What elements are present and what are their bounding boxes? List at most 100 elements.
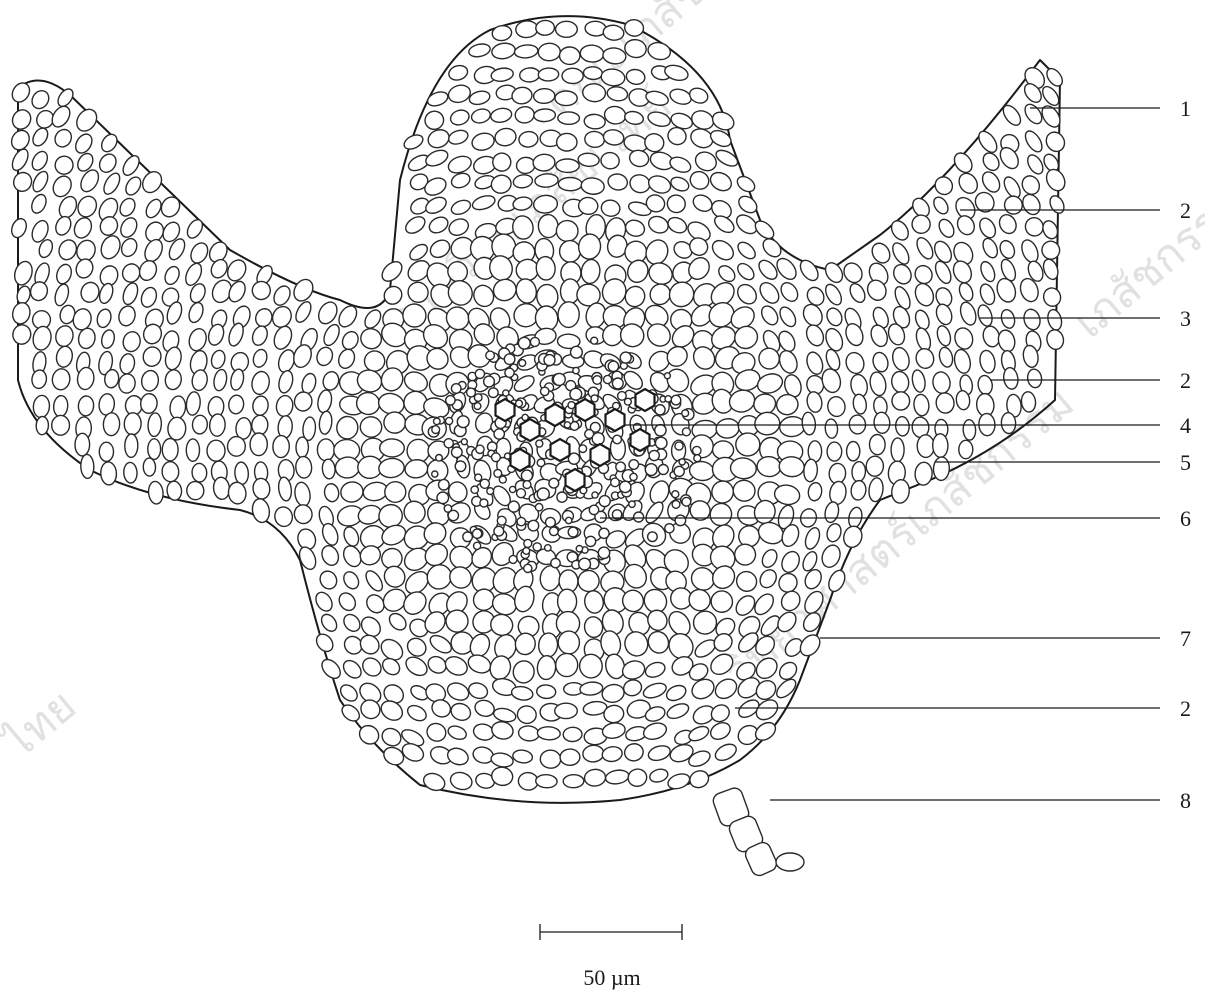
tissue-cell <box>557 133 577 151</box>
vascular-cell <box>436 455 443 462</box>
tissue-cell <box>423 147 450 169</box>
tissue-cell <box>250 324 270 347</box>
vascular-cell <box>675 515 686 526</box>
tissue-cell <box>1001 412 1016 434</box>
tissue-cell <box>491 42 516 61</box>
tissue-cell <box>514 277 539 305</box>
vascular-cell <box>557 492 567 502</box>
tissue-cell <box>600 199 621 218</box>
tissue-cell <box>890 346 911 372</box>
tissue-cell <box>622 678 644 698</box>
tissue-cell <box>959 440 973 458</box>
tissue-cell <box>117 304 138 328</box>
tissue-cell <box>148 439 161 460</box>
tissue-cell <box>914 235 936 261</box>
tissue-cell <box>518 130 539 148</box>
tissue-cell <box>540 750 561 769</box>
vascular-cell <box>437 492 449 504</box>
tissue-cell <box>555 91 577 106</box>
vascular-cell <box>480 479 489 488</box>
vascular-cell <box>537 488 549 500</box>
tissue-cell <box>78 395 95 416</box>
vascular-cell <box>494 470 502 478</box>
tissue-cell <box>843 321 866 348</box>
tissue-cell <box>822 282 844 308</box>
tissue-cell <box>405 702 429 723</box>
tissue-cell <box>708 562 739 593</box>
tissue-cell <box>318 411 333 435</box>
tissue-cell <box>707 500 735 529</box>
tissue-cell <box>847 281 868 305</box>
tissue-cell <box>470 131 496 153</box>
tissue-cell <box>10 301 32 326</box>
vascular-cell <box>523 548 530 555</box>
vascular-cell <box>537 459 545 467</box>
vascular-cell <box>568 527 578 537</box>
tissue-cell <box>758 303 781 328</box>
tissue-cell <box>335 456 361 479</box>
tissue-cell <box>169 395 187 419</box>
tissue-cell <box>824 419 838 439</box>
tissue-cell <box>975 128 1000 155</box>
watermark-text-2: คณะเภสัชศาสตร์ <box>534 0 817 128</box>
tissue-cell <box>321 370 341 392</box>
tissue-cell <box>322 459 336 480</box>
vascular-cell <box>564 422 570 428</box>
vascular-cell <box>682 497 691 506</box>
tissue-cell <box>491 151 512 172</box>
tissue-cell <box>9 80 33 106</box>
tissue-cell <box>142 237 166 265</box>
tissue-cell <box>712 213 737 236</box>
tissue-cell <box>582 744 604 762</box>
tissue-cell <box>449 198 472 217</box>
xylem-vessel <box>576 399 595 421</box>
tissue-cell <box>341 569 362 591</box>
tissue-cell <box>713 441 734 459</box>
tissue-cell <box>8 127 32 153</box>
vascular-cell <box>629 501 635 507</box>
tissue-cell <box>980 150 1002 173</box>
tissue-cell <box>601 745 623 763</box>
tissue-cell <box>912 263 935 287</box>
tissue-cell <box>212 477 230 501</box>
vascular-cell <box>655 437 667 449</box>
vascular-cell <box>518 337 530 349</box>
tissue-cell <box>689 343 718 373</box>
tissue-cell <box>191 463 207 483</box>
vascular-cell <box>682 428 690 436</box>
cell-layer <box>8 18 1068 793</box>
tissue-cell <box>28 280 49 303</box>
vascular-cell <box>439 479 450 490</box>
vascular-cell <box>598 547 609 558</box>
tissue-cell <box>511 659 536 685</box>
tissue-cell <box>557 589 576 614</box>
tissue-cell <box>820 367 843 395</box>
vascular-cell <box>486 351 495 360</box>
tissue-cell <box>891 391 911 411</box>
scale-bar-label: 50 µm <box>583 965 640 990</box>
tissue-cell <box>996 328 1017 353</box>
tissue-cell <box>889 240 912 266</box>
tissue-cell <box>558 112 580 125</box>
vascular-cell <box>509 555 517 563</box>
vascular-cell <box>589 505 598 514</box>
vascular-cell <box>630 473 637 480</box>
tissue-cell <box>316 389 333 414</box>
tissue-cell <box>273 505 294 528</box>
tissue-cell <box>448 770 474 792</box>
tissue-cell <box>873 412 890 434</box>
vascular-cell <box>474 394 482 402</box>
vascular-cell <box>457 416 469 428</box>
vascular-cell <box>494 526 504 536</box>
tissue-cell <box>1047 193 1066 215</box>
tissue-cell <box>538 43 561 61</box>
tissue-cell <box>759 547 779 570</box>
tissue-cell <box>778 280 801 305</box>
tissue-cell <box>383 479 408 504</box>
tissue-cell <box>293 481 312 507</box>
tissue-cell <box>140 393 158 414</box>
tissue-cell <box>978 349 997 374</box>
tissue-cell <box>490 276 519 304</box>
tissue-cell <box>80 454 94 478</box>
tissue-cell <box>779 415 806 437</box>
